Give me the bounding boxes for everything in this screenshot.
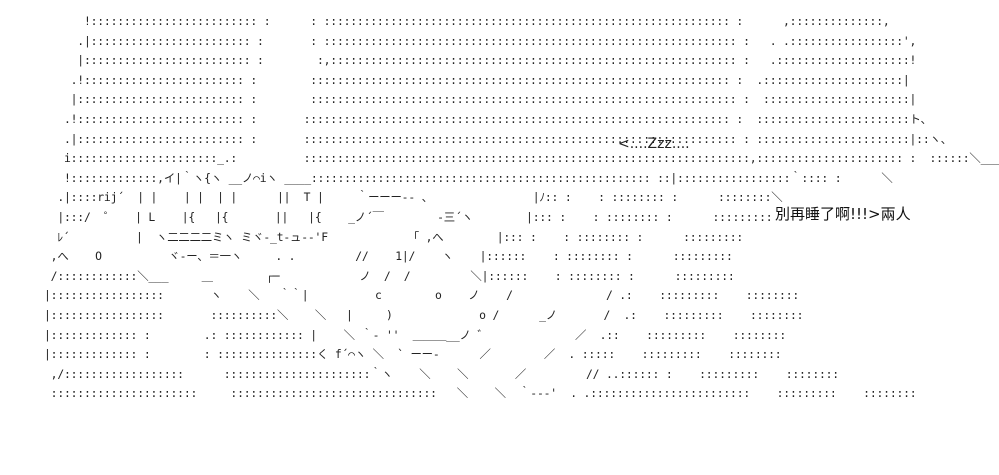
snore-text: <....Zzz.... xyxy=(618,136,690,152)
wake-up-caption: 別再睡了啊!!!>兩人 xyxy=(775,205,911,223)
sleeping-character-ascii-art: !::::::::::::::::::::::::: : : :::::::::… xyxy=(44,14,999,401)
